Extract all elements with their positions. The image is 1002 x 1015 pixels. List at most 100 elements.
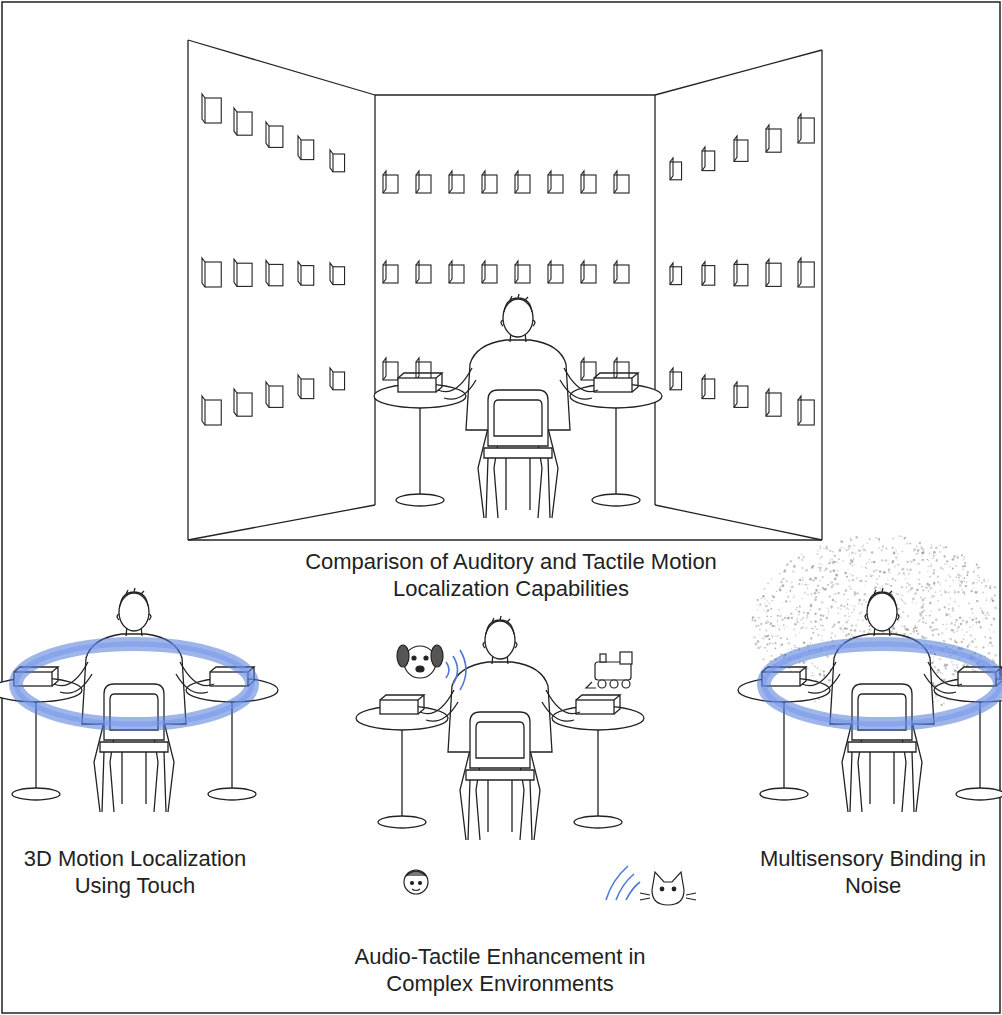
noise-dot <box>811 567 813 569</box>
seated-person <box>738 588 1002 812</box>
noise-dot <box>972 612 974 614</box>
noise-dot <box>810 642 812 644</box>
noise-dot <box>887 579 888 580</box>
noise-dot <box>847 569 848 570</box>
noise-dot <box>876 537 878 539</box>
noise-dot <box>849 586 851 588</box>
noise-dot <box>850 629 852 631</box>
noise-dot <box>854 605 856 607</box>
noise-dot <box>796 607 797 608</box>
noise-dot <box>829 549 832 552</box>
speaker <box>205 98 221 123</box>
noise-dot <box>831 586 834 589</box>
noise-dot <box>806 627 808 629</box>
noise-dot <box>944 590 946 592</box>
noise-dot <box>910 568 912 570</box>
noise-dot <box>976 564 978 566</box>
noise-dot <box>812 632 814 634</box>
noise-dot <box>922 598 925 601</box>
chair-back <box>470 712 530 768</box>
noise-dot <box>837 607 839 609</box>
noise-dot <box>943 546 946 549</box>
noise-dot <box>810 637 812 639</box>
noise-dot <box>848 613 849 614</box>
noise-dot <box>913 550 914 551</box>
noise-dot <box>779 587 780 588</box>
noise-dot <box>935 547 937 549</box>
noise-dot <box>835 635 836 636</box>
noise-dot <box>923 637 925 639</box>
speaker <box>301 266 314 286</box>
noise-dot <box>753 636 756 639</box>
noise-dot <box>938 658 939 659</box>
noise-dot <box>916 589 919 592</box>
noise-dot <box>786 626 787 627</box>
noise-dot <box>836 583 838 585</box>
noise-dot <box>952 607 954 609</box>
noise-dot <box>931 662 933 664</box>
noise-dot <box>979 626 981 628</box>
noise-dot <box>833 624 836 627</box>
speaker-side <box>515 261 518 283</box>
noise-dot <box>893 552 896 555</box>
noise-dot <box>922 621 924 623</box>
noise-dot <box>766 636 768 638</box>
noise-dot <box>860 630 862 632</box>
speaker <box>269 126 283 147</box>
noise-dot <box>953 664 955 666</box>
noise-dot <box>933 572 935 574</box>
noise-dot <box>932 661 934 663</box>
noise-dot <box>798 557 800 559</box>
noise-dot <box>922 559 924 561</box>
noise-dot <box>819 567 821 569</box>
noise-dot <box>964 565 966 567</box>
noise-dot <box>765 622 767 624</box>
noise-dot <box>818 621 819 622</box>
noise-dot <box>873 570 876 573</box>
noise-dot <box>779 573 780 574</box>
noise-dot <box>807 594 808 595</box>
noise-dot <box>828 562 830 564</box>
noise-dot <box>787 614 788 615</box>
noise-dot <box>933 553 934 554</box>
speaker <box>237 263 252 286</box>
noise-dot <box>757 609 758 610</box>
noise-dot <box>954 589 955 590</box>
noise-dot <box>845 621 848 624</box>
noise-dot <box>752 619 754 621</box>
noise-dot <box>849 574 850 575</box>
noise-dot <box>900 594 901 595</box>
noise-dot <box>777 615 779 617</box>
noise-dot <box>935 547 936 548</box>
noise-dot <box>917 633 919 635</box>
noise-dot <box>775 647 777 649</box>
noise-dot <box>835 583 836 584</box>
noise-dot <box>820 624 822 626</box>
speaker <box>333 267 345 285</box>
noise-dot <box>833 626 834 627</box>
speaker-side <box>548 171 551 193</box>
noise-dot <box>881 559 884 562</box>
noise-dot <box>858 602 860 604</box>
noise-dot <box>842 542 843 543</box>
noise-dot <box>882 585 883 586</box>
noise-dot <box>766 611 767 612</box>
table-leg <box>401 722 402 820</box>
noise-dot <box>956 631 957 632</box>
speaker-side <box>416 358 419 380</box>
noise-dot <box>902 551 904 553</box>
noise-dot <box>860 589 861 590</box>
noise-dot <box>936 629 938 631</box>
noise-dot <box>779 589 782 592</box>
noise-dot <box>851 612 853 614</box>
noise-dot <box>756 604 757 605</box>
noise-dot <box>834 578 836 580</box>
noise-dot <box>926 587 929 590</box>
noise-dot <box>914 625 916 627</box>
noise-dot <box>818 563 820 565</box>
noise-dot <box>774 596 776 598</box>
speaker-side <box>798 258 801 287</box>
noise-dot <box>832 551 834 553</box>
speaker-side <box>266 260 269 285</box>
noise-dot <box>772 636 774 638</box>
